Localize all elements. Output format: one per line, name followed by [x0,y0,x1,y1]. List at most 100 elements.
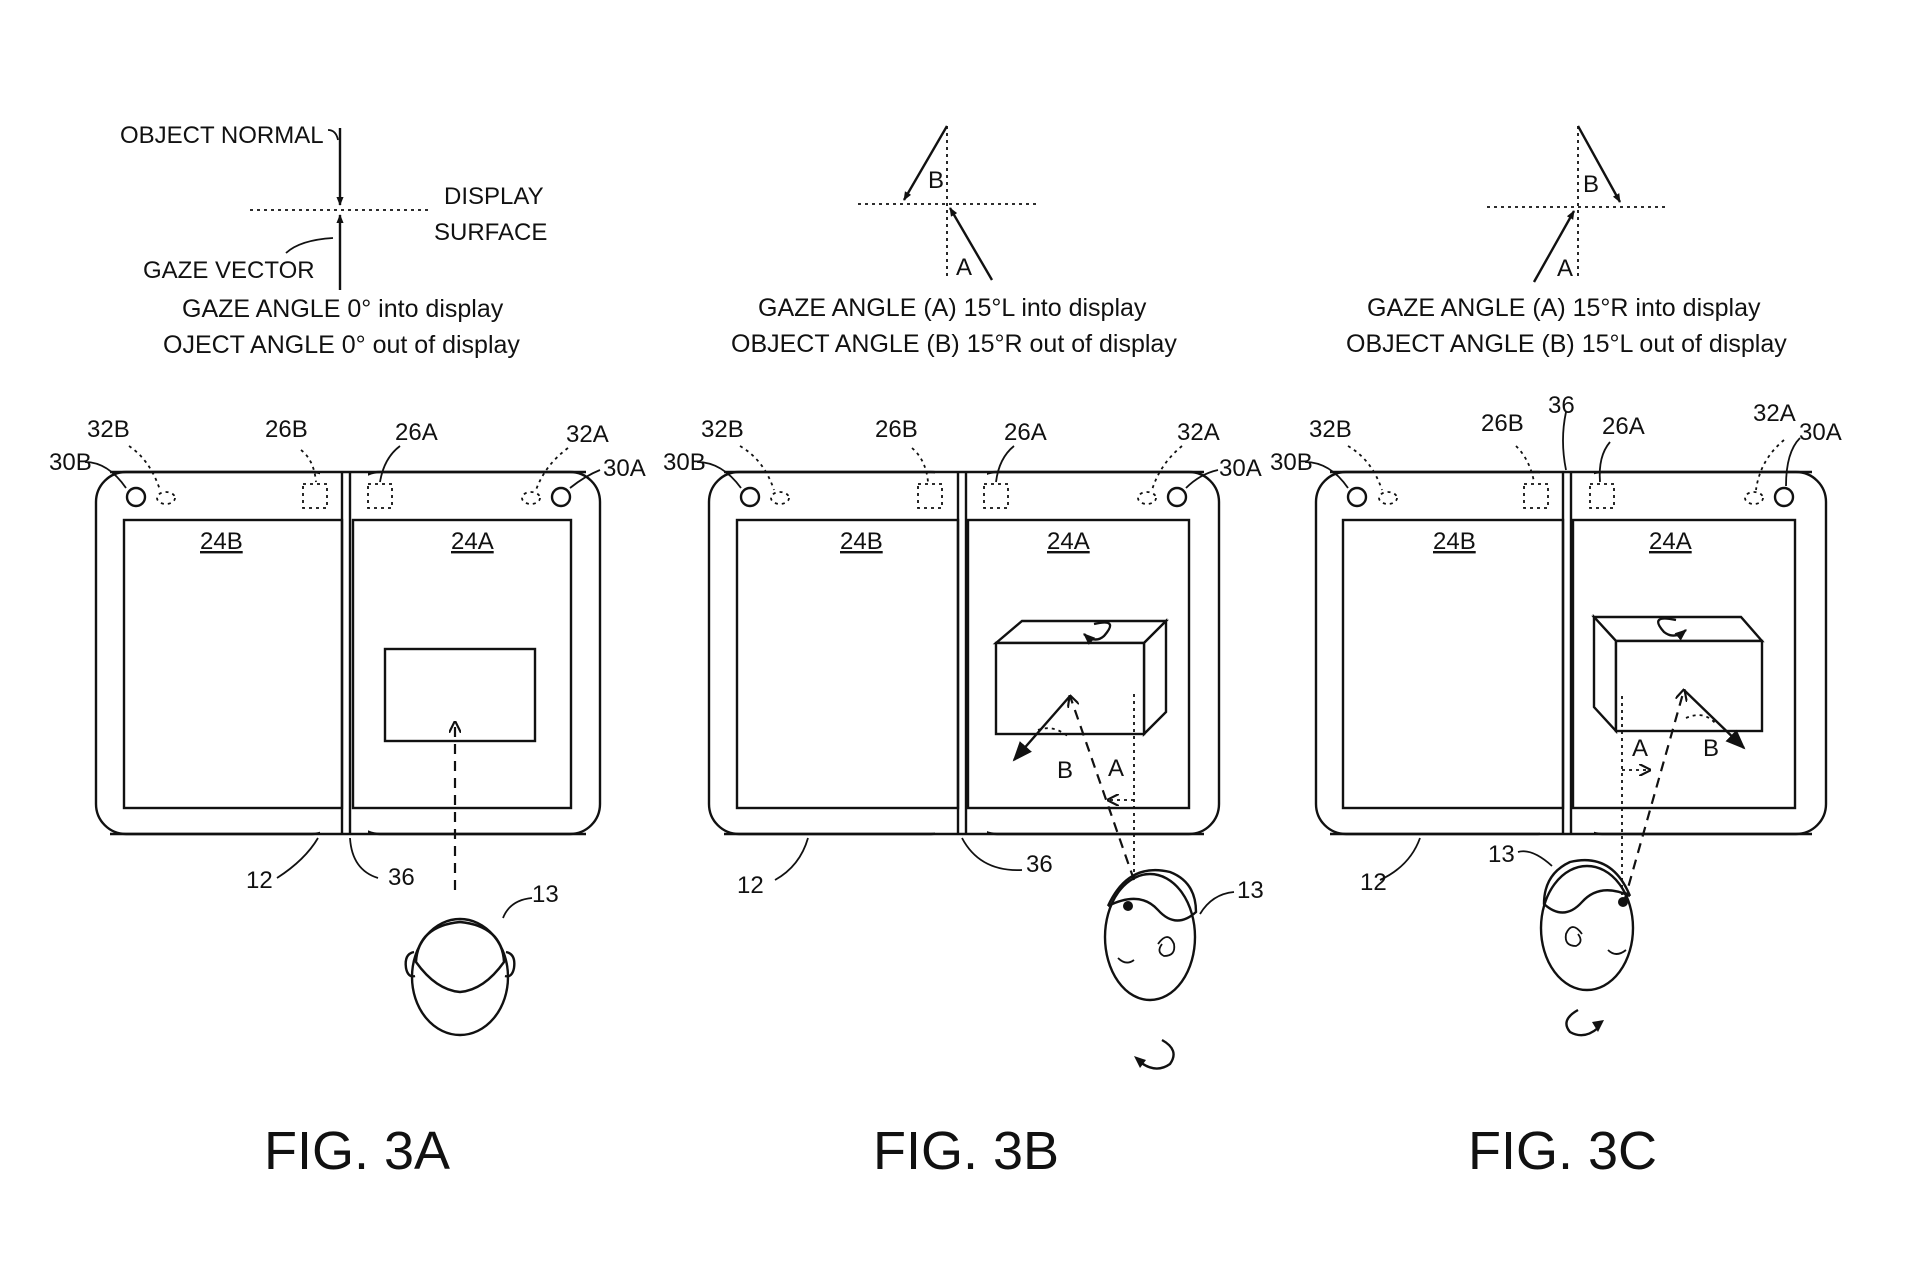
user-head-3c [1539,858,1635,1037]
ear [1157,936,1176,957]
display-24a [966,518,1191,810]
ref-32b: 32B [87,416,130,443]
ref-32b: 32B [701,416,744,443]
display-24b [122,518,344,810]
device-3a: 30B 32B 26B 26A 32A 30A 24B 24A 12 36 13 [49,416,646,919]
hair-outline [1106,868,1198,922]
figure-3b: B A GAZE ANGLE (A) 15°L into display OBJ… [663,125,1264,1181]
inset-angle-b: B [928,167,944,194]
display-surface-label-2: SURFACE [434,219,547,246]
inset-angle-a: A [1557,255,1573,282]
sensor-26a [1589,483,1615,509]
angle-a-label: A [1632,735,1648,762]
sensor-26b [917,483,943,509]
object-normal-leader [327,129,339,141]
sensor-32a [1137,491,1157,505]
ref-24b: 24B [200,528,243,555]
mouth [1117,957,1135,964]
object-angle-caption: OBJECT ANGLE (B) 15°L out of display [1346,330,1787,358]
angle-b-label: B [1703,735,1719,762]
ref-26b: 26B [265,416,308,443]
ref-26b: 26B [875,416,918,443]
device-3b: B A 30B 32B 26B 26A 32A 30A 24B 24A 12 3… [663,416,1264,915]
display-24b [1341,518,1565,810]
camera-30a [550,486,572,508]
displayed-object-3d [992,618,1169,737]
camera-30a [1773,486,1795,508]
ref-13: 13 [1488,841,1515,868]
sensor-26b [302,483,328,509]
ref-32a: 32A [566,421,609,448]
figure-caption-3c: FIG. 3C [1468,1121,1657,1181]
ref-24a: 24A [1047,528,1090,555]
display-24a [351,518,573,810]
box-top-face [992,619,1169,645]
sensor-32b [770,491,790,505]
gaze-arrow [1532,210,1576,283]
inset-3b: B A GAZE ANGLE (A) 15°L into display OBJ… [731,125,1177,358]
gaze-angle-caption: GAZE ANGLE (A) 15°R into display [1367,294,1761,322]
user-head-3b [1103,868,1198,1070]
ref-36: 36 [1548,392,1575,419]
camera-30b [1346,486,1368,508]
camera-30a [1166,486,1188,508]
figure-3c: B A GAZE ANGLE (A) 15°R into display OBJ… [1270,125,1842,1181]
sensor-26a [367,483,393,509]
ref-12: 12 [737,872,764,899]
display-24a [1571,518,1797,810]
device-right-panel [348,470,602,836]
hair-outline [1542,858,1632,914]
figure-3a: OBJECT NORMAL DISPLAY SURFACE GAZE VECTO… [49,122,646,1181]
gaze-vector-leader [285,237,334,254]
ref-24b: 24B [1433,528,1476,555]
gaze-vector-label: GAZE VECTOR [143,257,315,284]
ref-32b: 32B [1309,416,1352,443]
box-top-face [1591,615,1765,643]
head-outline [1539,864,1635,992]
angle-b-label: B [1057,757,1073,784]
ear [1564,926,1583,947]
device-left-panel [1314,470,1570,836]
figure-caption-3a: FIG. 3A [264,1121,450,1181]
rotation-arrow [1083,621,1112,645]
sensor-32b [156,491,176,505]
camera-30b [125,486,147,508]
left-ear [404,950,416,978]
gaze-angle-caption: GAZE ANGLE (A) 15°L into display [758,294,1147,322]
sensor-26b [1523,483,1549,509]
user-head-3a [404,917,516,1037]
displayed-object-flat [383,647,537,743]
rotation-arrow [1139,1038,1175,1070]
object-arrow [1576,125,1622,203]
object-angle-caption: OJECT ANGLE 0° out of display [163,331,520,359]
figure-caption-3b: FIG. 3B [873,1121,1059,1181]
object-arrow [902,125,949,201]
device-left-panel [94,470,344,836]
ref-32a: 32A [1753,400,1796,427]
gaze-line [1070,696,1136,881]
ref-26b: 26B [1481,410,1524,437]
ref-32a: 32A [1177,419,1220,446]
device-3c: B A 30B 32B 26B 36 26A 32A 30A 24B 24A 1… [1270,392,1842,903]
ref-26a: 26A [1602,413,1645,440]
inset-angle-b: B [1583,171,1599,198]
object-angle-arrow [1683,689,1746,750]
angle-a-label: A [1108,755,1124,782]
ref-30a: 30A [603,455,646,482]
box-front-face [1614,639,1764,733]
device-left-panel [707,470,963,836]
box-front-face [994,641,1146,736]
inset-3c: B A GAZE ANGLE (A) 15°R into display OBJ… [1346,125,1787,358]
ref-30b: 30B [49,449,92,476]
displayed-object-3d [1591,613,1765,735]
ref-30a: 30A [1799,419,1842,446]
rotation-arrow [1565,1008,1599,1037]
mouth [1607,949,1627,955]
ref-13: 13 [1237,877,1264,904]
inset-angle-a: A [956,254,972,281]
object-angle-caption: OBJECT ANGLE (B) 15°R out of display [731,330,1177,358]
gaze-arrow [948,207,994,281]
ref-36: 36 [388,864,415,891]
ref-26a: 26A [395,419,438,446]
sensor-32b [1378,491,1398,505]
